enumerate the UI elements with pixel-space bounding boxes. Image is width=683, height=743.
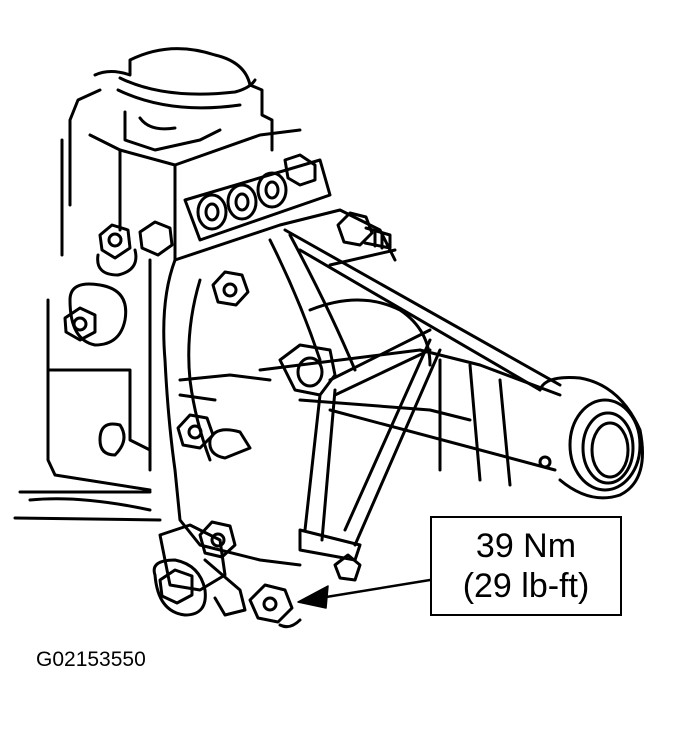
extension-housing [162,208,562,567]
mount-brace [178,328,442,562]
torque-spec-callout: 39 Nm (29 lb-ft) [430,516,622,616]
transmission-case [13,258,162,522]
torque-metric-label: 39 Nm [475,527,577,565]
torque-leader-arrow [297,578,432,609]
torque-imperial-label: (29 lb-ft) [462,567,590,605]
lower-bolt-cluster [152,520,302,629]
flange-bolts [176,211,392,582]
rear-seal-housing [538,376,644,500]
shift-tower [60,47,302,262]
top-rail-plugs [183,153,332,242]
left-side-bolts [63,220,174,347]
figure-id: G02153550 [36,648,146,671]
